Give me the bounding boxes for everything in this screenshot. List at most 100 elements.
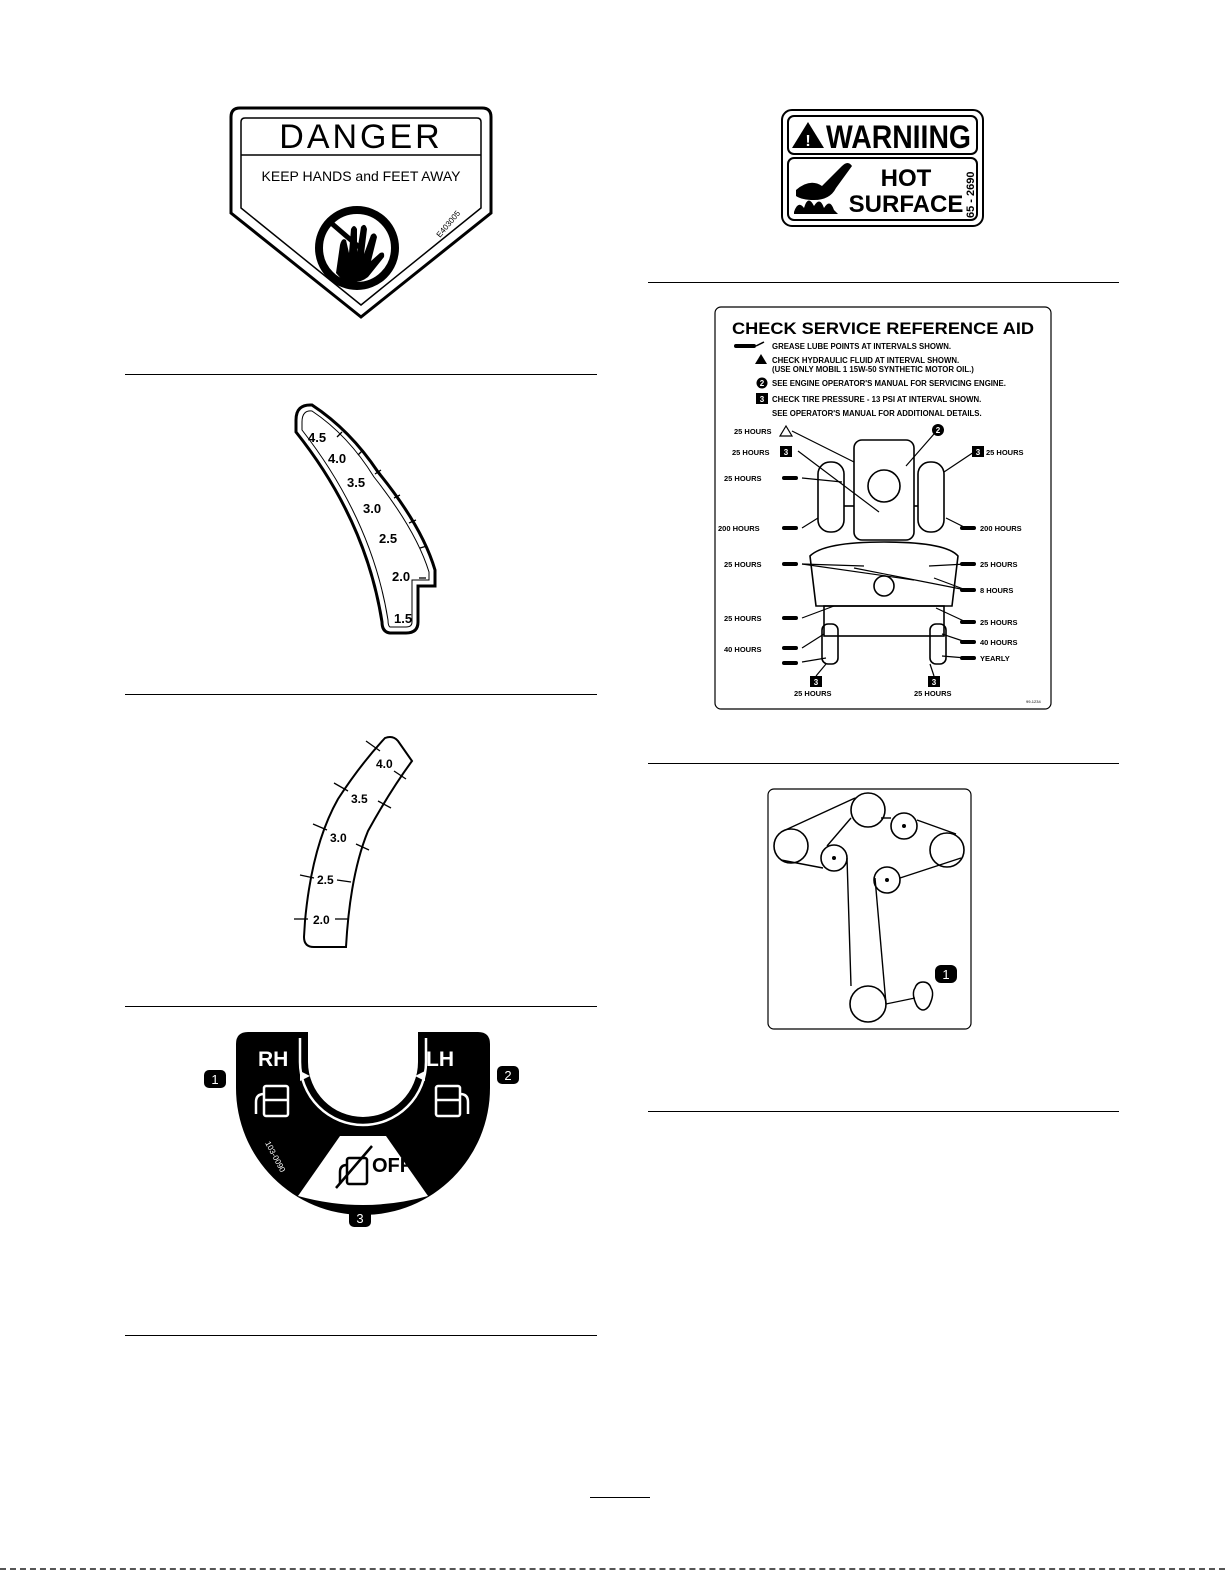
interval-label: 200 HOURS [718, 524, 760, 533]
divider [125, 374, 597, 375]
fuel-off-icon [335, 1145, 373, 1189]
svg-text:3: 3 [784, 448, 789, 457]
divider [648, 1111, 1119, 1112]
tick-label: 4.5 [308, 430, 326, 445]
warning-part-number: 65 - 2690 [965, 172, 977, 218]
fuel-off-label: OFF [372, 1155, 412, 1177]
svg-text:3: 3 [932, 678, 937, 687]
tick-label: 2.0 [313, 913, 330, 927]
interval-label: 40 HOURS [724, 645, 762, 654]
tick-label: 1.5 [394, 611, 412, 626]
marker-3-icon: 3 [972, 446, 984, 457]
divider [648, 763, 1119, 764]
service-aid-part-number: 99-1234 [1026, 699, 1041, 704]
arrow-right-icon [300, 1071, 310, 1081]
svg-text:3: 3 [814, 678, 819, 687]
instruction-line: SEE ENGINE OPERATOR'S MANUAL FOR SERVICI… [772, 379, 1006, 388]
callout-1: 1 [935, 965, 957, 983]
instruction-line: CHECK HYDRAULIC FLUID AT INTERVAL SHOWN. [772, 356, 959, 365]
hand-injury-icon [315, 206, 399, 290]
fuel-tank-icon [254, 1084, 290, 1118]
tick-label: 2.5 [317, 873, 334, 887]
tick-label: 3.5 [351, 792, 368, 806]
pulley [890, 812, 918, 840]
service-aid-title: CHECK SERVICE REFERENCE AID [732, 319, 1034, 338]
warning-triangle-icon: ! [792, 122, 824, 150]
interval-label: 40 HOURS [980, 638, 1018, 647]
hot-surface-icon [794, 163, 852, 214]
marker-3-icon: 3 [928, 676, 940, 687]
tick-label: 4.0 [376, 757, 393, 771]
instruction-line: (USE ONLY MOBIL 1 15W-50 SYNTHETIC MOTOR… [772, 365, 974, 374]
svg-text:3: 3 [760, 395, 765, 404]
interval-label: 25 HOURS [724, 474, 762, 483]
tick-label: 3.5 [347, 475, 365, 490]
interval-label: 25 HOURS [980, 618, 1018, 627]
marker-3-icon: 3 [780, 446, 792, 457]
interval-label: 8 HOURS [980, 586, 1013, 595]
interval-label: 25 HOURS [724, 560, 762, 569]
height-of-cut-decal-a: 4.5 4.0 3.5 3.0 2.5 2.0 1.5 [294, 403, 437, 635]
pulley [929, 832, 965, 868]
warning-heading: WARNIING [826, 119, 971, 155]
tick-label: 2.5 [379, 531, 397, 546]
arrow-left-icon [415, 1071, 425, 1081]
fuel-rh-label: RH [258, 1048, 288, 1071]
interval-label: 25 HOURS [986, 448, 1024, 457]
danger-message: KEEP HANDS and FEET AWAY [262, 168, 462, 184]
svg-text:2: 2 [504, 1068, 511, 1083]
pulley [850, 792, 886, 828]
callout-2: 2 [497, 1066, 519, 1084]
svg-text:3: 3 [356, 1211, 363, 1226]
warning-triangle-icon [755, 354, 767, 364]
danger-decal: DANGER KEEP HANDS and FEET AWAY E403005 [229, 106, 493, 319]
interval-label: 25 HOURS [980, 560, 1018, 569]
warning-triangle-icon [778, 424, 794, 437]
divider [125, 694, 597, 695]
tick-label: 3.0 [330, 831, 347, 845]
engine-shaft [912, 981, 934, 1011]
marker-2-icon: 2 [756, 377, 768, 389]
svg-text:3: 3 [976, 448, 981, 457]
height-of-cut-decal-b: 4.0 3.5 3.0 2.5 2.0 [294, 736, 414, 948]
fuel-valve-decal: RH LH OFF 103-0090 1 2 3 [204, 1032, 519, 1227]
interval-label: 25 HOURS [794, 689, 832, 698]
tick-label: 4.0 [328, 451, 346, 466]
svg-text:1: 1 [942, 967, 949, 982]
interval-label: 25 HOURS [734, 427, 772, 436]
mower-outline [809, 439, 959, 665]
interval-label: 25 HOURS [914, 689, 952, 698]
warning-line-hot: HOT [881, 165, 932, 192]
instruction-line: GREASE LUBE POINTS AT INTERVALS SHOWN. [772, 342, 951, 351]
danger-heading: DANGER [279, 118, 442, 156]
instruction-line: CHECK TIRE PRESSURE - 13 PSI AT INTERVAL… [772, 395, 981, 404]
divider [125, 1006, 597, 1007]
svg-text:!: ! [805, 133, 810, 150]
divider [125, 1335, 597, 1336]
marker-2-icon: 2 [932, 424, 944, 436]
instruction-line: SEE OPERATOR'S MANUAL FOR ADDITIONAL DET… [772, 409, 982, 418]
svg-text:2: 2 [760, 379, 765, 388]
grease-gun-icon [734, 341, 765, 348]
svg-text:1: 1 [211, 1072, 218, 1087]
warning-line-surface: SURFACE [849, 191, 964, 218]
marker-3-icon: 3 [756, 393, 768, 404]
divider [648, 282, 1119, 283]
service-reference-aid: CHECK SERVICE REFERENCE AID 2 3 GREASE L… [714, 306, 1052, 710]
tick-label: 2.0 [392, 569, 410, 584]
pulley [773, 828, 809, 864]
fuel-lh-label: LH [426, 1048, 454, 1071]
tick-label: 3.0 [363, 501, 381, 516]
belt-routing-diagram: 1 [767, 788, 972, 1030]
page-number-rule [590, 1497, 650, 1498]
fuel-tank-icon [434, 1084, 470, 1118]
warning-decal: ! WARNIING HOT SURFACE 65 - 2690 [781, 109, 984, 227]
marker-3-icon: 3 [810, 676, 822, 687]
page-edge [0, 1568, 1225, 1570]
interval-label: 200 HOURS [980, 524, 1022, 533]
interval-label: 25 HOURS [724, 614, 762, 623]
pulley [873, 866, 901, 894]
interval-label: 25 HOURS [732, 448, 770, 457]
callout-1: 1 [204, 1070, 226, 1088]
svg-text:2: 2 [936, 426, 941, 435]
